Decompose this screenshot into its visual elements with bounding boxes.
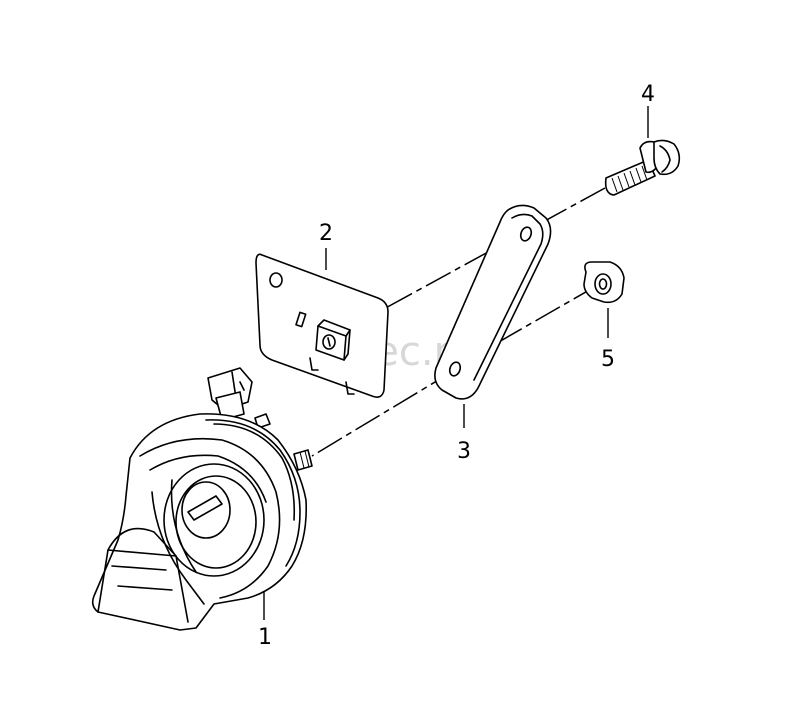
callout-3[interactable]: 3 [457, 439, 471, 464]
part-horn[interactable] [91, 367, 313, 631]
leader-lines [263, 106, 649, 620]
part-nut[interactable] [583, 261, 625, 304]
callout-4[interactable]: 4 [641, 82, 655, 107]
part-bracket-plate[interactable] [255, 253, 389, 398]
callout-2[interactable]: 2 [319, 221, 333, 246]
callout-1[interactable]: 1 [258, 625, 272, 650]
part-bolt[interactable] [604, 139, 681, 196]
part-mounting-bracket[interactable] [434, 204, 552, 400]
callout-5[interactable]: 5 [601, 347, 615, 372]
